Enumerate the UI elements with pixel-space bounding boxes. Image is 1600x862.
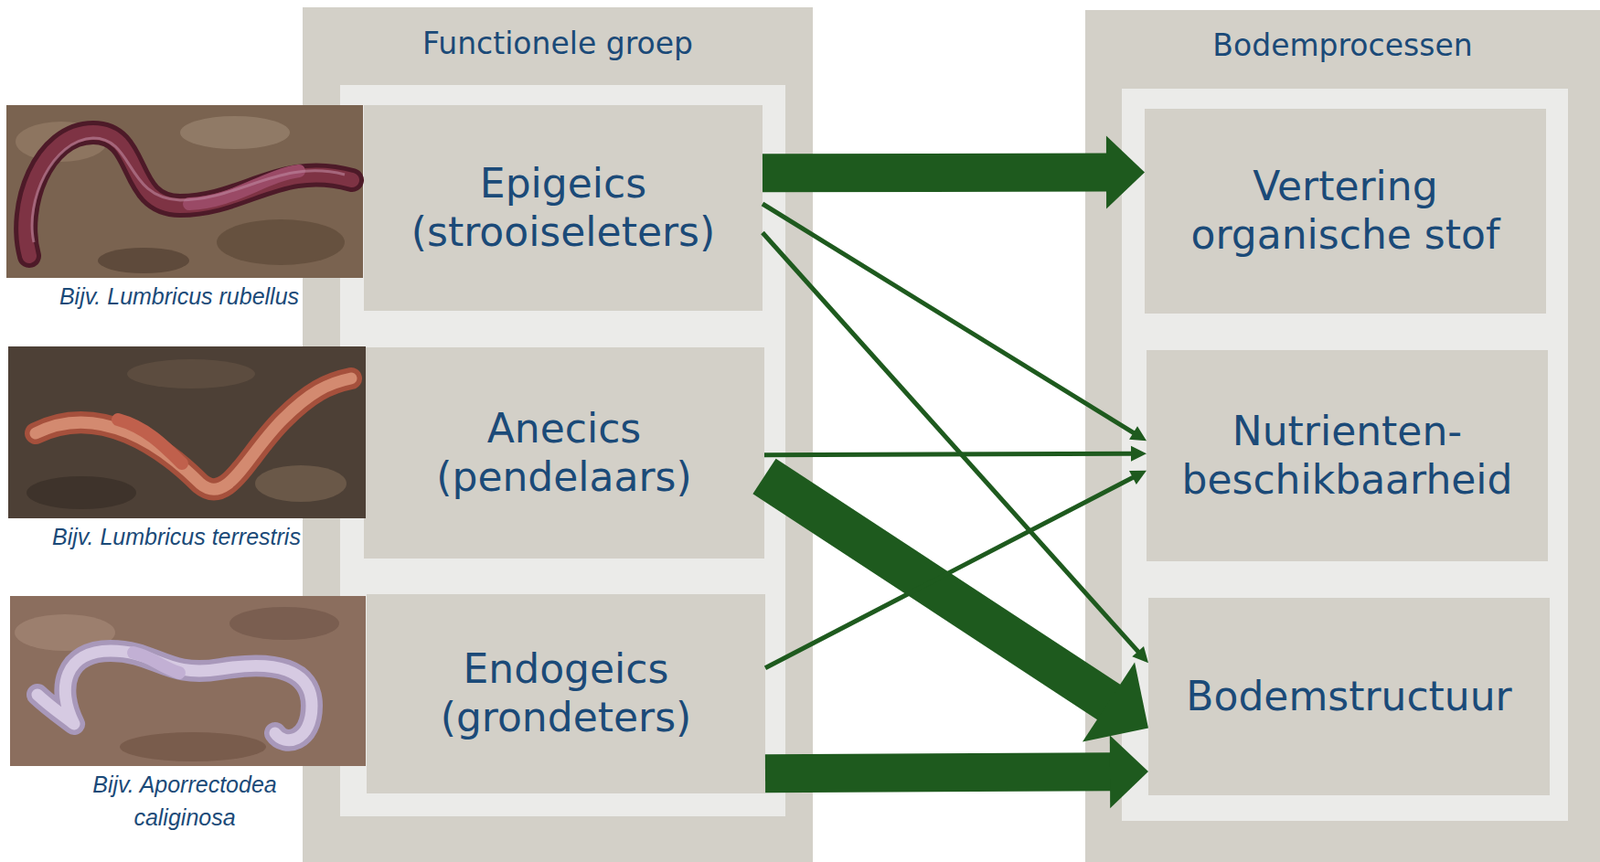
arrow-shaft [764,453,1132,456]
worm-photo [6,105,363,278]
worm-body [35,378,352,490]
arrow-head [1129,426,1147,441]
arrow-connector [762,136,1145,210]
soil-patch [127,359,256,389]
worm-clitellum [117,419,182,464]
worm-body [37,650,312,741]
arrow-connector [765,470,1147,669]
worm-highlight [32,138,345,243]
arrow-head [1130,446,1147,462]
box-label: Anecics (pendelaars) [381,405,747,502]
process-box: Bodemstructuur [1148,597,1550,796]
process-box: Vertering organische stof [1144,108,1547,314]
arrow-connector [765,735,1149,809]
worm-photo [10,596,366,767]
group-panel: Functionele groepEpigeics (strooiseleter… [302,7,813,862]
box-label: Bodemstructuur [1185,672,1512,722]
panel-heading: Bodemprocessen [1085,27,1600,64]
soil-ground [6,105,363,278]
arrow-shaft [762,153,1108,193]
worm-body [37,650,312,741]
arrow-shaft [764,476,1110,704]
soil-patch [119,732,267,762]
box-label: Endogeics (grondeters) [383,645,749,743]
panel-heading: Functionele groep [302,25,813,63]
soil-patch [26,476,137,510]
arrow-connector [764,476,1149,743]
arrow-head [1131,646,1149,663]
worm-body [25,132,352,256]
soil-patch [97,247,190,274]
arrow-shaft [765,771,1111,774]
soil-patch [229,607,340,640]
panel-title: Bodemprocessen [1212,27,1472,64]
process-box: Endogeics (grondeters) [366,594,766,794]
arrow-head [1109,735,1149,809]
soil-ground [8,346,366,519]
box-label: Nutrienten- beschikbaarheid [1164,407,1531,505]
arrow-shaft [762,203,1134,434]
soil-patch [180,116,290,150]
process-box: Epigeics (strooiseleters) [363,105,763,311]
species-caption: Bijv. Aporrectodea caliginosa [65,768,304,835]
process-box: Anecics (pendelaars) [363,347,765,559]
soil-patch [216,219,345,266]
group-panel: BodemprocessenVertering organische stofN… [1085,10,1600,862]
species-caption: Bijv. Lumbricus terrestris [2,520,351,554]
worm-body [25,132,352,256]
process-box: Nutrienten- beschikbaarheid [1146,350,1548,562]
soil-patch [255,465,347,502]
arrow-head [1082,662,1149,743]
worm-photo [8,346,366,519]
arrow-head [1106,136,1145,210]
worm-body [35,378,352,490]
arrow-shaft [765,477,1134,669]
box-label: Vertering organische stof [1162,162,1529,260]
arrow-connector [764,446,1147,462]
arrow-connector [762,203,1147,441]
soil-ground [10,596,366,767]
arrow-head [1129,470,1147,485]
box-label: Epigeics (strooiseleters) [380,160,747,257]
worm-clitellum [133,652,180,673]
species-caption: Bijv. Lumbricus rubellus [5,279,353,313]
panel-title: Functionele groep [422,25,694,63]
